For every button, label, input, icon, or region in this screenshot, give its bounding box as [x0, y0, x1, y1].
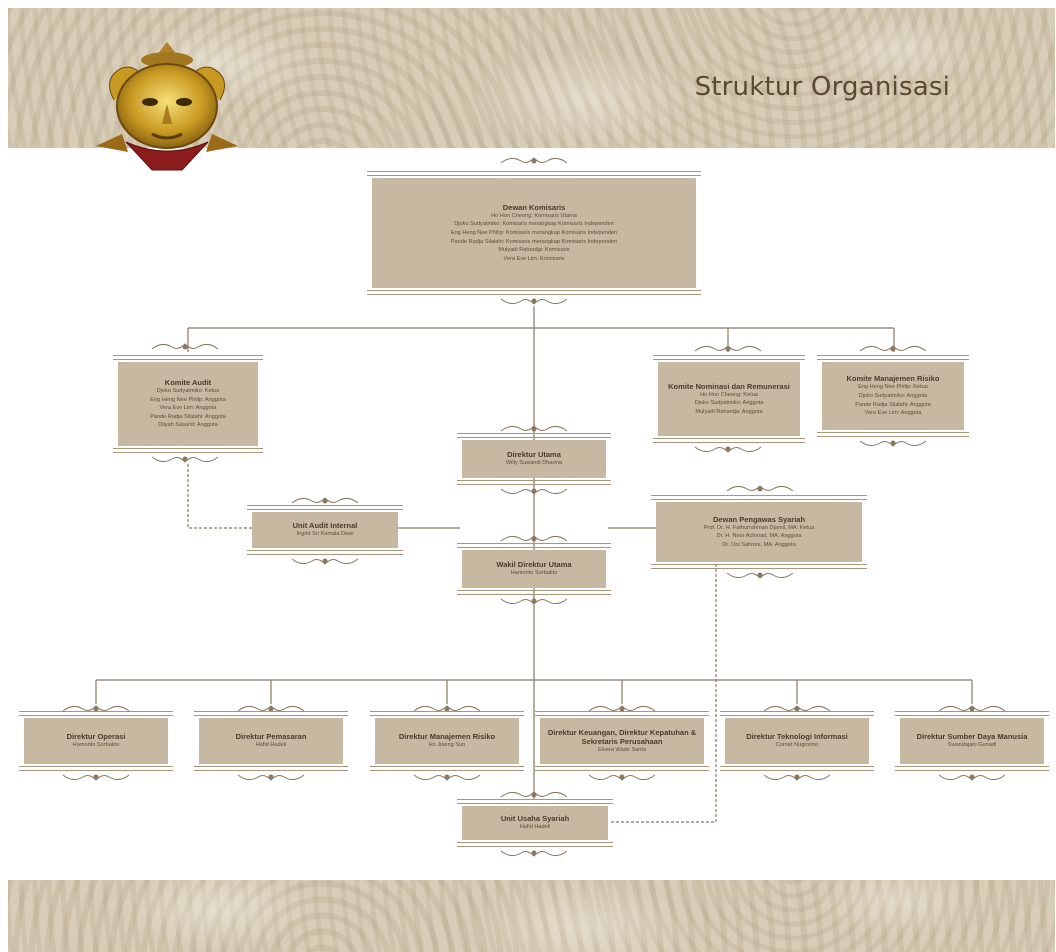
- komite-audit-member: Dliyah Sasanti: Anggota: [158, 422, 218, 429]
- direktur-utama-box: Direktur Utama Willy Suwandi Dharma: [457, 433, 611, 485]
- ornament-dir-ti-top: [763, 705, 831, 712]
- ornament-dir-ti-bottom: [763, 774, 831, 781]
- wakil-direktur-utama-name: Hamonto Sorbakto: [510, 570, 558, 577]
- dps-title: Dewan Pengawas Syariah: [712, 514, 806, 524]
- ornament-direktur-utama-bottom: [500, 488, 568, 495]
- dps-member: Dr. Oni Sahroni, MA: Anggota: [722, 541, 796, 548]
- ornament-komite-risiko-bottom: [859, 440, 927, 447]
- ornament-direktur-utama-top: [500, 425, 568, 432]
- komite-risiko-member: Pande Radja Silalahi: Anggota: [855, 401, 931, 408]
- ornament-dewan-komisaris-bottom: [500, 298, 568, 305]
- ornament-dps-top: [726, 485, 794, 492]
- direktur-pemasaran-title: Direktur Pemasaran: [235, 732, 307, 742]
- komite-audit-member: Vera Eve Lim: Anggota: [159, 405, 217, 412]
- direktur-pemasaran-box: Direktur Pemasaran Hafid Hadeli: [194, 711, 348, 771]
- ornament-komite-audit-bottom: [151, 456, 219, 463]
- ornament-dir-risiko-bottom: [413, 774, 481, 781]
- direktur-keuangan-title: Direktur Keuangan, Direktur Kepatuhan & …: [547, 727, 697, 746]
- komite-risiko-title: Komite Manajemen Risiko: [846, 374, 940, 384]
- direktur-utama-title: Direktur Utama: [507, 450, 561, 460]
- page-title: Struktur Organisasi: [694, 72, 950, 102]
- direktur-risiko-title: Direktur Manajemen Risiko: [398, 732, 496, 742]
- dewan-pengawas-syariah-box: Dewan Pengawas Syariah Prof. Dr. H. Fath…: [651, 495, 867, 569]
- dps-member: Dr. H. Noor Achmad, MA: Anggota: [716, 533, 802, 540]
- unit-usaha-syariah-box: Unit Usaha Syariah Hafid Hadeli: [457, 799, 613, 847]
- komite-audit-box: Komite Audit Djoko Sudyatmiko: Ketua Eng…: [113, 355, 263, 453]
- ornament-dir-operasi-top: [62, 705, 130, 712]
- direktur-operasi-name: Hamonto Sorbakto: [72, 742, 120, 749]
- ornament-unit-audit-bottom: [291, 558, 359, 565]
- dewan-komisaris-member: Pande Radja Silalahi: Komisaris merangka…: [450, 238, 618, 245]
- ornament-wakil-top: [500, 535, 568, 542]
- komite-risiko-member: Vera Eve Lim: Anggota: [864, 410, 922, 417]
- dewan-komisaris-box: Dewan Komisaris Ho Hon Cheong: Komisaris…: [367, 171, 701, 295]
- ornament-komite-nominasi-top: [694, 345, 762, 352]
- ornament-dewan-komisaris-top: [500, 157, 568, 164]
- dewan-komisaris-member: Djoko Sudyatmiko: Komisaris merangkap Ko…: [454, 221, 614, 228]
- direktur-keuangan-box: Direktur Keuangan, Direktur Kepatuhan & …: [535, 711, 709, 771]
- direktur-ti-name: Cornet Nugroimo: [775, 742, 819, 749]
- ornament-uus-top: [500, 791, 568, 798]
- dewan-komisaris-member: Ho Hon Cheong: Komisaris Utama: [491, 212, 577, 219]
- dps-member: Prof. Dr. H. Fathurrahman Djamil, MA: Ke…: [703, 524, 815, 531]
- komite-nominasi-title: Komite Nominasi dan Remunerasi: [668, 381, 790, 391]
- ornament-dir-pemasaran-top: [237, 705, 305, 712]
- direktur-sdm-name: Swandajani Gunadi: [947, 742, 997, 749]
- direktur-utama-name: Willy Suwandi Dharma: [505, 460, 563, 467]
- direktur-sdm-box: Direktur Sumber Daya Manusia Swandajani …: [895, 711, 1049, 771]
- ornament-dir-sdm-top: [938, 705, 1006, 712]
- komite-risiko-member: Djoko Sudyatmiko: Anggota: [858, 392, 928, 399]
- direktur-ti-title: Direktur Teknologi Informasi: [746, 732, 848, 742]
- ornament-dps-bottom: [726, 572, 794, 579]
- wakil-direktur-utama-box: Wakil Direktur Utama Hamonto Sorbakto: [457, 543, 611, 595]
- footer-banner: [8, 880, 1055, 952]
- direktur-ti-box: Direktur Teknologi Informasi Cornet Nugr…: [720, 711, 874, 771]
- dewan-komisaris-member: Vera Eve Lim: Komisaris: [503, 255, 565, 262]
- company-logo: [96, 42, 238, 171]
- ornament-unit-audit-top: [291, 497, 359, 504]
- ornament-dir-keuangan-top: [588, 705, 656, 712]
- direktur-keuangan-name: Elvera Wade Santa: [598, 746, 646, 753]
- ornament-komite-nominasi-bottom: [694, 446, 762, 453]
- komite-audit-member: Eng Heng Nee Philip: Anggota: [150, 396, 226, 403]
- komite-nominasi-member: Mulyadi Rahardja: Anggota: [695, 408, 763, 415]
- unit-usaha-syariah-name: Hafid Hadeli: [519, 824, 551, 831]
- ornament-komite-risiko-top: [859, 345, 927, 352]
- komite-risiko-member: Eng Heng Nee Philip: Ketua: [858, 384, 928, 391]
- direktur-operasi-box: Direktur Operasi Hamonto Sorbakto: [19, 711, 173, 771]
- direktur-operasi-title: Direktur Operasi: [66, 732, 126, 742]
- ornament-uus-bottom: [500, 850, 568, 857]
- ornament-dir-pemasaran-bottom: [237, 774, 305, 781]
- komite-nominasi-member: Djoko Sudyatmiko: Anggota: [694, 400, 764, 407]
- direktur-pemasaran-name: Hafid Hadeli: [255, 742, 287, 749]
- unit-audit-internal-name: Ingrid Sri Komala Dewi: [296, 531, 354, 538]
- direktur-risiko-box: Direktur Manajemen Risiko Ho Jiaeng Sun: [370, 711, 524, 771]
- dewan-komisaris-member: Eng Heng Nee Philip: Komisaris merangkap…: [450, 229, 618, 236]
- ornament-komite-audit-top: [151, 343, 219, 350]
- direktur-risiko-name: Ho Jiaeng Sun: [428, 742, 466, 749]
- dewan-komisaris-member: Mulyadi Rahardja: Komisaris: [498, 247, 570, 254]
- ornament-dir-keuangan-bottom: [588, 774, 656, 781]
- unit-audit-internal-title: Unit Audit Internal: [292, 521, 358, 531]
- komite-nominasi-member: Ho Hon Cheong: Ketua: [700, 391, 758, 398]
- komite-audit-title: Komite Audit: [164, 377, 212, 387]
- ornament-wakil-bottom: [500, 598, 568, 605]
- wakil-direktur-utama-title: Wakil Direktur Utama: [496, 560, 572, 570]
- dewan-komisaris-title: Dewan Komisaris: [502, 202, 566, 212]
- ornament-dir-risiko-top: [413, 705, 481, 712]
- komite-nominasi-box: Komite Nominasi dan Remunerasi Ho Hon Ch…: [653, 355, 805, 443]
- komite-risiko-box: Komite Manajemen Risiko Eng Heng Nee Phi…: [817, 355, 969, 437]
- ornament-dir-sdm-bottom: [938, 774, 1006, 781]
- komite-audit-member: Pande Radja Silalahi: Anggota: [150, 413, 226, 420]
- direktur-sdm-title: Direktur Sumber Daya Manusia: [916, 732, 1028, 742]
- unit-audit-internal-box: Unit Audit Internal Ingrid Sri Komala De…: [247, 505, 403, 555]
- unit-usaha-syariah-title: Unit Usaha Syariah: [500, 814, 570, 824]
- komite-audit-member: Djoko Sudyatmiko: Ketua: [156, 387, 220, 394]
- ornament-dir-operasi-bottom: [62, 774, 130, 781]
